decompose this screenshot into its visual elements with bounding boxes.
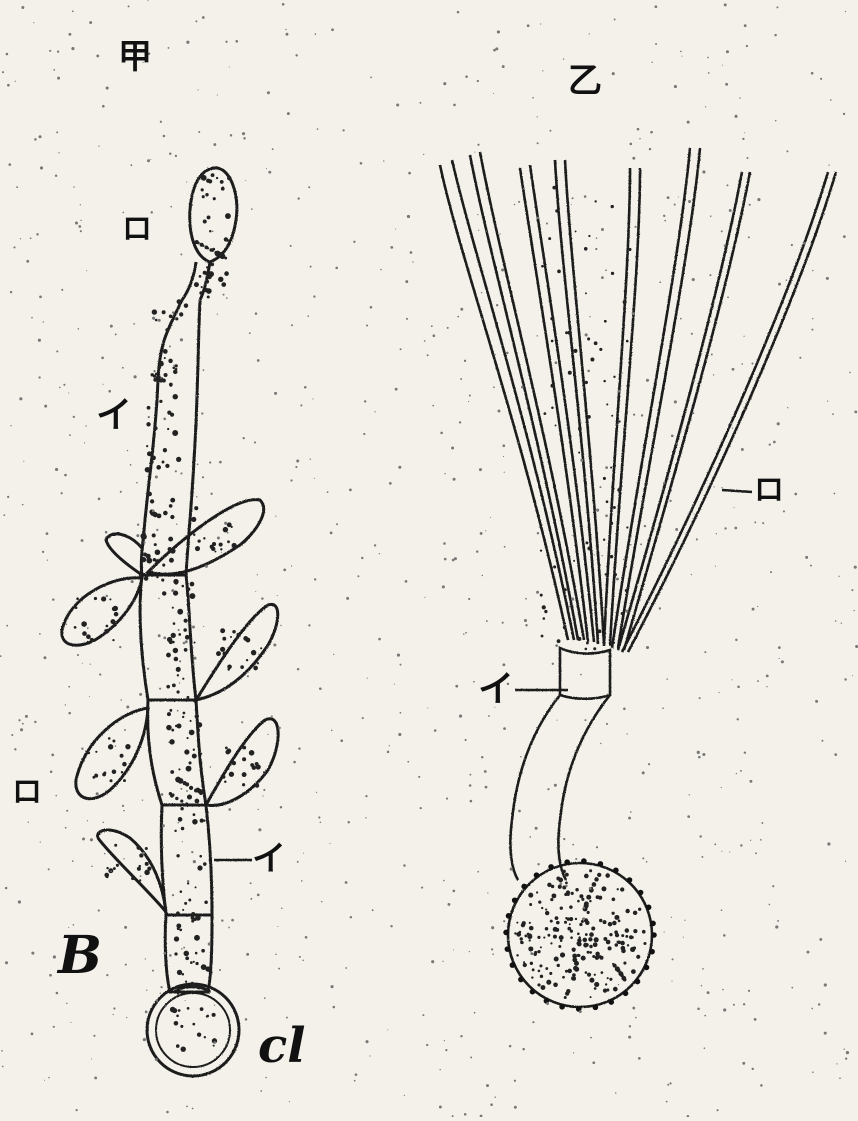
label-right-i: イ <box>252 842 286 876</box>
side-spore-6 <box>206 719 278 806</box>
side-spore-3 <box>62 578 142 645</box>
side-spore-5 <box>76 708 148 799</box>
filament-2 <box>470 155 578 640</box>
label-right-stalk-i: イ <box>478 672 514 708</box>
chlamydospore-outer <box>147 984 239 1076</box>
filament-6 <box>612 148 690 648</box>
side-spore-2 <box>106 534 142 575</box>
label-left-ro: ロ <box>12 778 42 808</box>
side-spore-4 <box>196 604 278 700</box>
label-letter-b: B <box>58 930 102 982</box>
filament-8 <box>622 172 828 652</box>
label-mid-i: イ <box>96 398 132 434</box>
stalk <box>510 695 610 880</box>
right-structure-drawing <box>440 148 836 1007</box>
leader-line-ro <box>722 490 752 492</box>
panel-left-title: 甲 <box>118 40 152 74</box>
chlamydospore-inner <box>156 993 230 1067</box>
filament-1 <box>440 165 568 640</box>
side-spore-7 <box>98 830 166 912</box>
filament-4 <box>555 160 598 644</box>
panel-right-title: 乙 <box>568 64 602 98</box>
cell-stippling <box>74 173 265 1052</box>
label-right-ro: ロ <box>754 476 784 506</box>
label-top-ro: ロ <box>122 215 152 245</box>
label-letter-cl: cl <box>258 1022 305 1070</box>
